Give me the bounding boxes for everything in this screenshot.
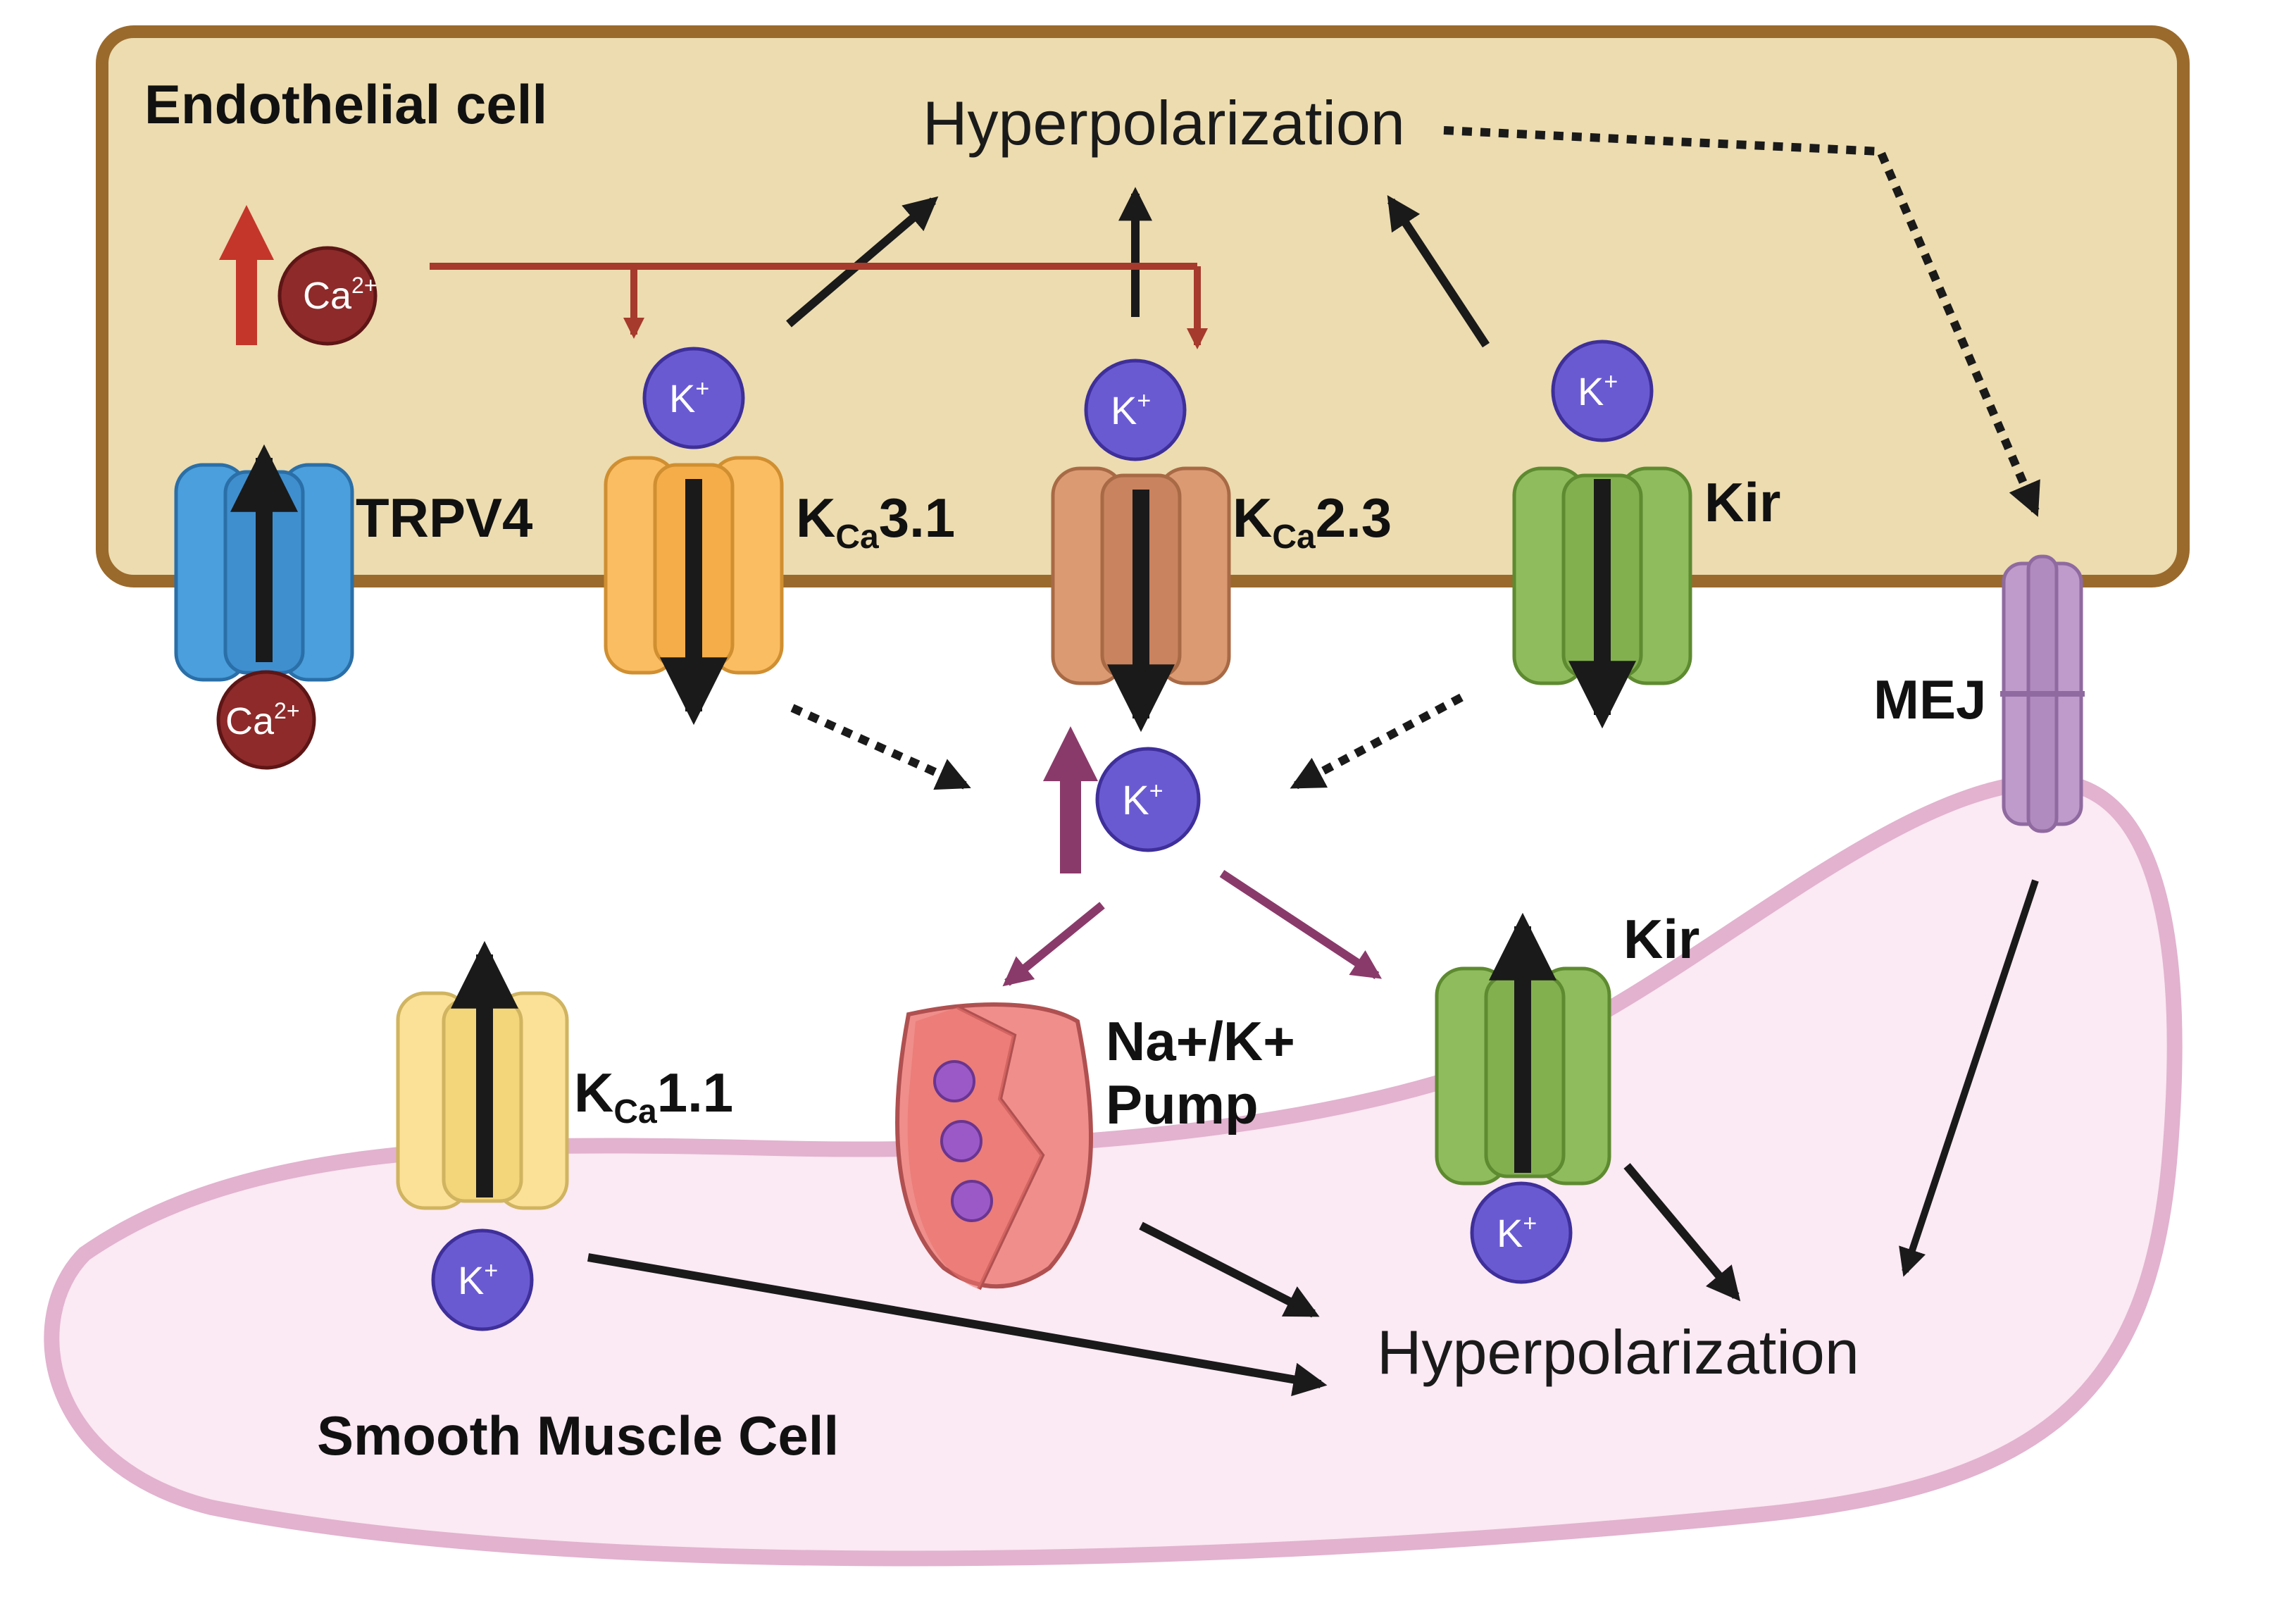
arrow-kca31-to-hyperpolarization [786, 196, 939, 328]
kca11-channel [396, 940, 569, 1210]
calcium-ion-intracellular: Ca2+ [277, 246, 378, 346]
dotted-arrow-kir-to-extracellular-k [1290, 693, 1464, 790]
svg-text:Ca2+: Ca2+ [225, 698, 300, 742]
kir-ec-label: Kir [1704, 471, 1780, 533]
mej-gap-junction [2000, 554, 2085, 833]
svg-text:K+: K+ [1122, 778, 1163, 823]
arrow-kir-to-hyperpolarization [1387, 194, 1490, 348]
arrow-kca11-to-smc-hyperpolarization [587, 1253, 1328, 1397]
trpv4-label: TRPV4 [356, 487, 532, 549]
svg-text:K+: K+ [1578, 368, 1618, 413]
svg-text:K+: K+ [1111, 387, 1151, 433]
arrow-hyperpolarization-to-mej [1443, 126, 2040, 517]
kca31-label: KCa3.1 [796, 487, 955, 556]
kca11-k-ion: K+ [431, 1228, 534, 1331]
arrow-mej-to-smc-hyperpolarization [1899, 879, 2039, 1277]
kir-ec-channel [1512, 466, 1692, 729]
kca31-channel [604, 456, 784, 726]
kir-smc-channel [1435, 912, 1611, 1186]
kir-smc-k-ion: K+ [1470, 1181, 1573, 1284]
dotted-arrow-kca31-to-extracellular-k [790, 704, 971, 790]
smooth-muscle-cell-title: Smooth Muscle Cell [317, 1405, 839, 1467]
kir-smc-label: Kir [1623, 908, 1699, 970]
kca11-label: KCa1.1 [574, 1062, 733, 1131]
na-k-pump [895, 1002, 1094, 1290]
kca23-label: KCa2.3 [1233, 487, 1392, 556]
kca31-k-ion: K+ [642, 347, 745, 449]
svg-text:K+: K+ [669, 375, 709, 421]
svg-text:K+: K+ [1497, 1210, 1537, 1255]
pump-label-line1: Na+/K+ [1106, 1010, 1295, 1072]
ec-hyperpolarization-label: Hyperpolarization [923, 88, 1405, 158]
trpv4-channel [174, 444, 354, 682]
pump-label-line2: Pump [1106, 1074, 1259, 1136]
endothelial-cell-title: Endothelial cell [144, 73, 547, 135]
arrow-kir-smc-to-smc-hyperpolarization [1623, 1163, 1741, 1302]
extracellular-k-ion: K+ [1095, 747, 1201, 852]
arrow-k-to-kir-smc [1219, 869, 1383, 980]
mej-label: MEJ [1873, 668, 1986, 730]
kir-ec-k-ion: K+ [1551, 340, 1654, 442]
calcium-ion-extracellular: Ca2+ [216, 670, 316, 770]
arrow-pump-to-smc-hyperpolarization [1139, 1221, 1320, 1318]
kca23-channel [1051, 466, 1231, 733]
smc-hyperpolarization-label: Hyperpolarization [1377, 1317, 1859, 1387]
arrow-k-to-pump [1002, 902, 1105, 987]
svg-text:K+: K+ [458, 1257, 498, 1302]
smooth-muscle-cell-membrane [44, 773, 2183, 1567]
svg-text:Ca2+: Ca2+ [303, 273, 378, 317]
kca23-k-ion: K+ [1084, 359, 1187, 461]
